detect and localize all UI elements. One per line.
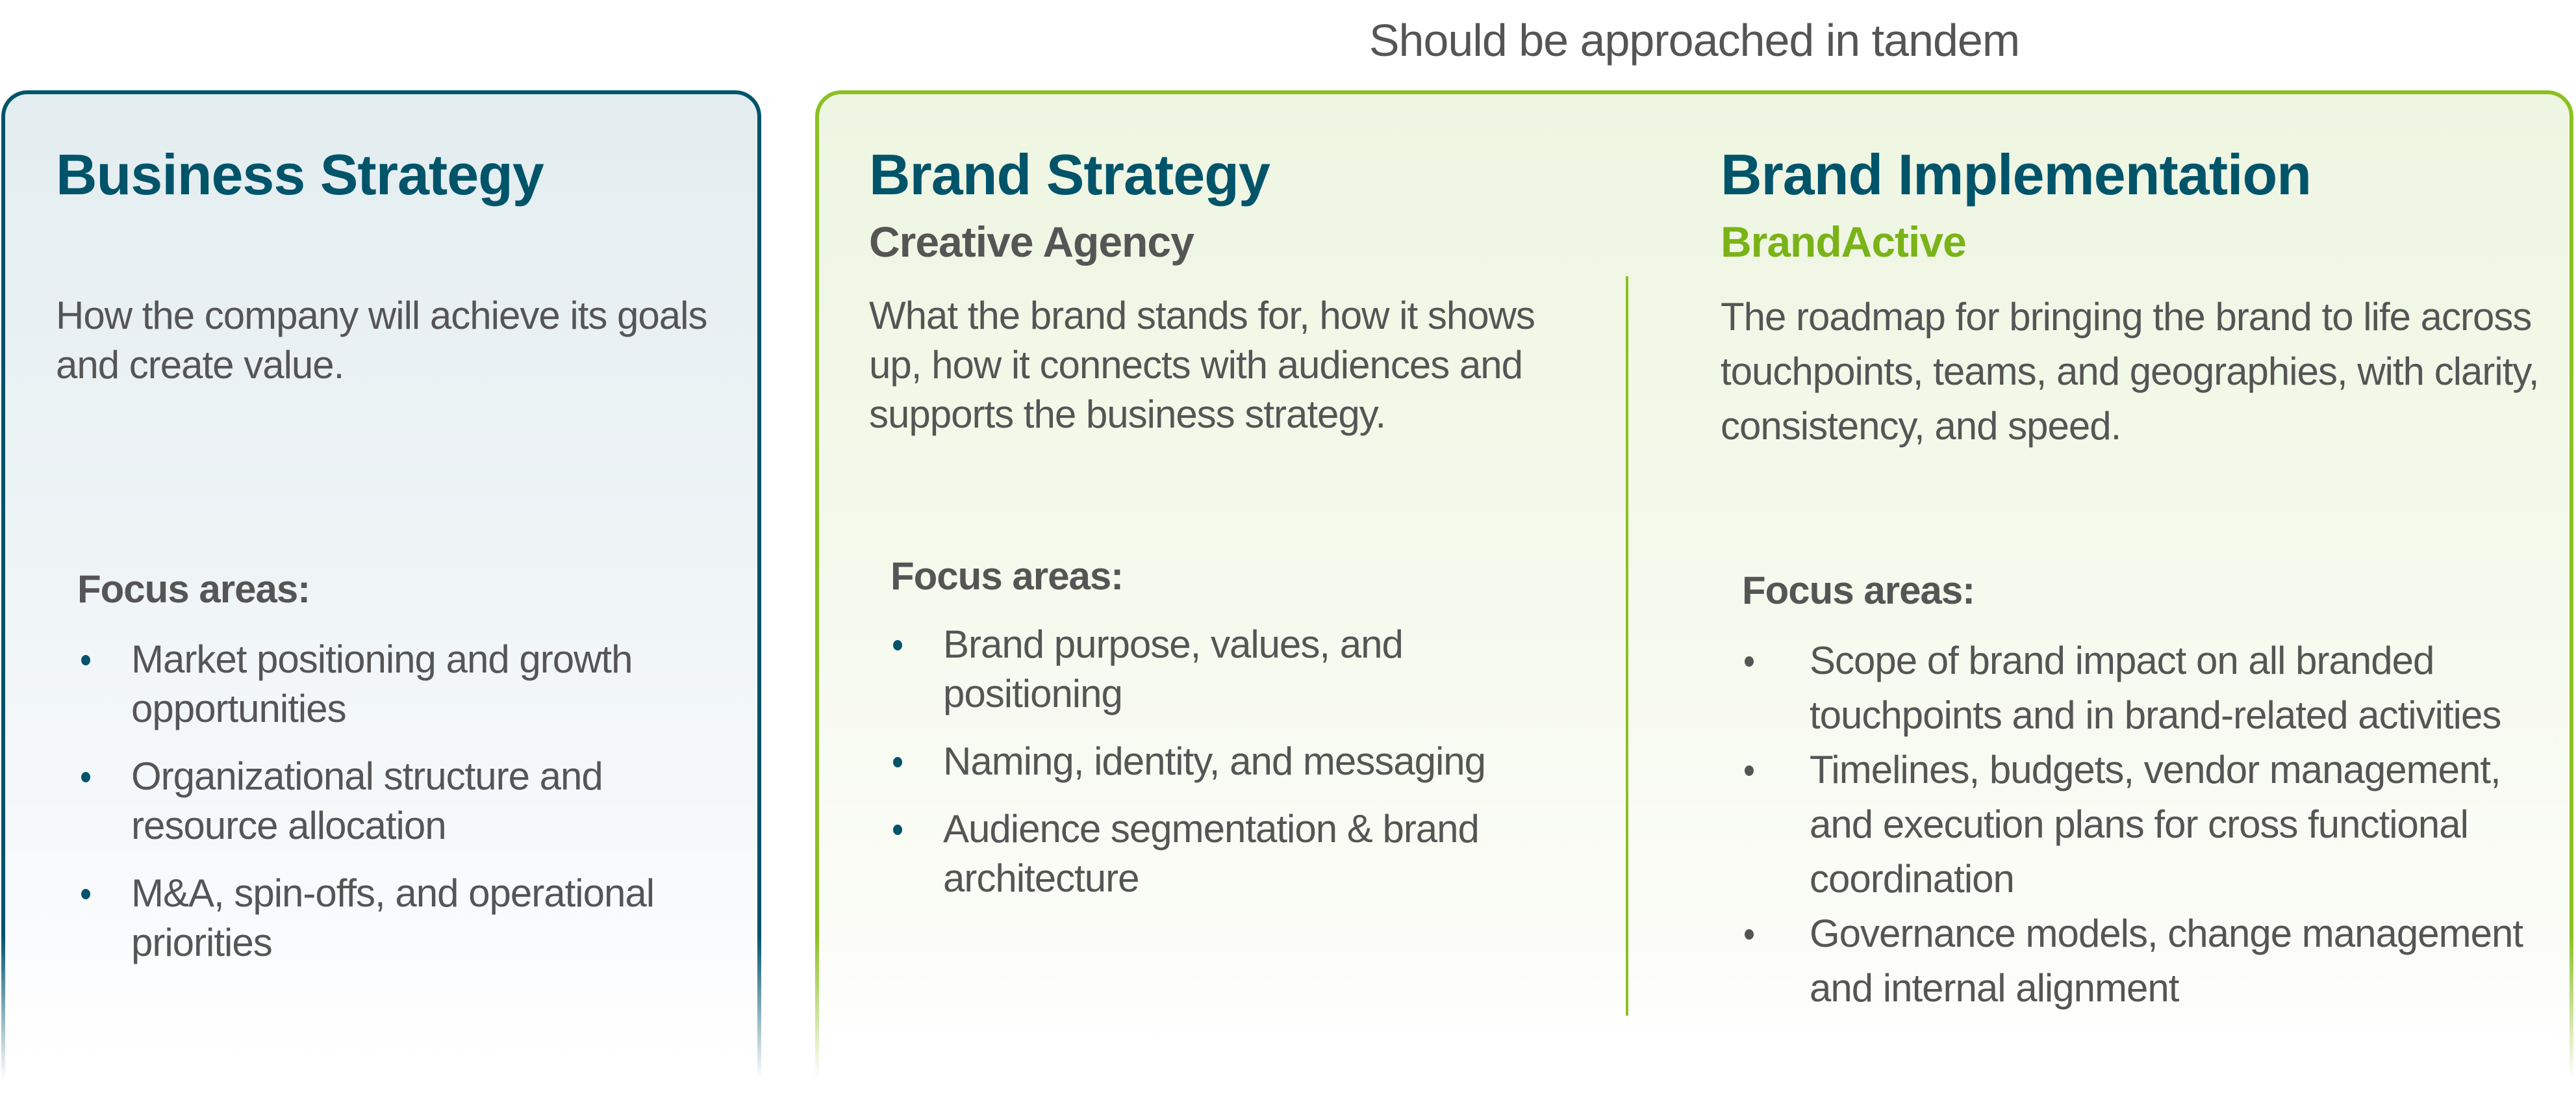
tandem-caption: Should be approached in tandem bbox=[1369, 15, 2020, 66]
list-item-text: Timelines, budgets, vendor management, a… bbox=[1810, 748, 2501, 901]
bullet-icon bbox=[81, 772, 90, 782]
bullet-icon bbox=[1745, 656, 1754, 667]
list-item: M&A, spin-offs, and operational prioriti… bbox=[77, 869, 701, 968]
bullet-icon bbox=[893, 640, 902, 650]
brand-strategy-focus-list: Brand purpose, values, and positioning N… bbox=[890, 620, 1579, 921]
bullet-icon bbox=[1745, 765, 1754, 776]
list-item-text: M&A, spin-offs, and operational prioriti… bbox=[131, 871, 655, 964]
brand-implementation-focus-label: Focus areas: bbox=[1742, 569, 1975, 612]
column-divider bbox=[1626, 276, 1628, 1016]
brand-strategy-focus-label: Focus areas: bbox=[890, 554, 1124, 598]
business-strategy-title: Business Strategy bbox=[56, 142, 544, 207]
bullet-icon bbox=[81, 889, 90, 899]
brand-strategy-title: Brand Strategy bbox=[869, 142, 1270, 207]
brand-implementation-focus-list: Scope of brand impact on all branded tou… bbox=[1742, 634, 2554, 1016]
list-item: Governance models, change management and… bbox=[1742, 906, 2554, 1016]
business-strategy-card bbox=[0, 90, 764, 1104]
list-item: Timelines, budgets, vendor management, a… bbox=[1742, 743, 2554, 906]
list-item-text: Organizational structure and resource al… bbox=[131, 754, 603, 847]
list-item-text: Audience segmentation & brand architectu… bbox=[943, 807, 1480, 900]
bullet-icon bbox=[893, 757, 902, 767]
list-item-text: Governance models, change management and… bbox=[1810, 912, 2523, 1010]
brand-card-group bbox=[813, 90, 2576, 1104]
bullet-icon bbox=[1745, 929, 1754, 940]
list-item-text: Brand purpose, values, and positioning bbox=[943, 623, 1404, 715]
business-focus-label: Focus areas: bbox=[77, 567, 310, 611]
list-item: Brand purpose, values, and positioning bbox=[890, 620, 1579, 719]
list-item: Market positioning and growth opportunit… bbox=[77, 635, 701, 734]
brand-implementation-title: Brand Implementation bbox=[1721, 142, 2312, 207]
list-item: Audience segmentation & brand architectu… bbox=[890, 804, 1579, 903]
brand-implementation-subtitle: BrandActive bbox=[1721, 218, 1967, 266]
list-item: Naming, identity, and messaging bbox=[890, 737, 1579, 786]
list-item-text: Market positioning and growth opportunit… bbox=[131, 637, 633, 730]
business-focus-list: Market positioning and growth opportunit… bbox=[77, 635, 701, 986]
list-item: Scope of brand impact on all branded tou… bbox=[1742, 634, 2554, 743]
business-strategy-description: How the company will achieve its goals a… bbox=[56, 294, 707, 387]
bullet-icon bbox=[81, 655, 90, 665]
list-item-text: Scope of brand impact on all branded tou… bbox=[1810, 639, 2501, 737]
bullet-icon bbox=[893, 825, 902, 835]
brand-strategy-subtitle: Creative Agency bbox=[869, 218, 1194, 266]
brand-implementation-description: The roadmap for bringing the brand to li… bbox=[1721, 295, 2540, 448]
brand-strategy-description: What the brand stands for, how it shows … bbox=[869, 294, 1535, 436]
list-item: Organizational structure and resource al… bbox=[77, 752, 701, 851]
list-item-text: Naming, identity, and messaging bbox=[943, 739, 1486, 783]
